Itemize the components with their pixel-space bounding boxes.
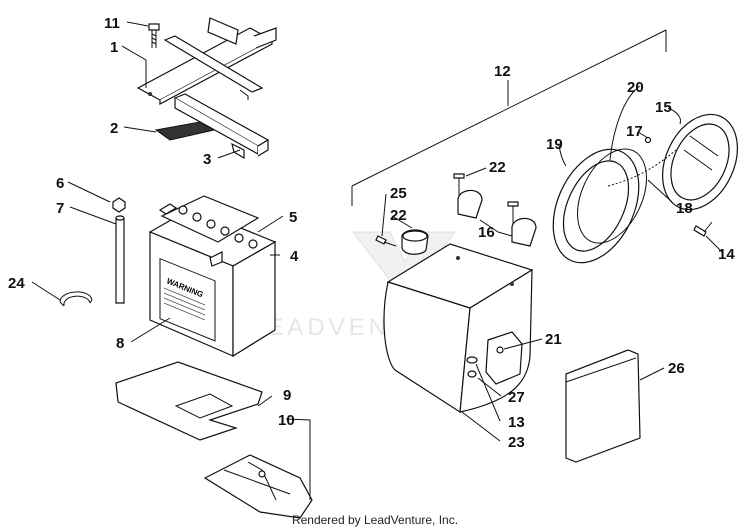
callouts: 11 1 2 3 6 7 5 4 24 8 9 10 12 20 15 17 2… — [8, 15, 735, 451]
callout-1: 1 — [110, 39, 118, 56]
callout-18: 14 — [718, 246, 735, 263]
battery-terminals — [178, 205, 258, 249]
clip-part-23b — [511, 217, 537, 247]
cover-part-21 — [565, 349, 641, 463]
callout-16: 18 — [676, 200, 693, 217]
leader-lines — [31, 21, 723, 500]
callout-13: 23 — [508, 434, 525, 451]
callout-24: 24 — [8, 275, 25, 292]
warning-label-lines — [163, 287, 206, 321]
nut-part-6 — [112, 197, 126, 213]
callout-2: 2 — [110, 120, 118, 137]
callout-4: 4 — [290, 248, 299, 265]
callout-26: 27 — [508, 389, 525, 406]
screw-part-22b — [453, 173, 465, 200]
callout-15: 15 — [655, 99, 672, 116]
callout-17: 17 — [626, 123, 643, 140]
assembly-bracket-part-12 — [351, 29, 667, 206]
battery-box-part-13 — [383, 243, 534, 414]
callout-14: 21 — [545, 331, 562, 348]
clamp-ring-part-24 — [59, 291, 93, 307]
chain-part-16 — [607, 149, 677, 187]
callout-19: 19 — [546, 136, 563, 153]
bolt-part-11 — [148, 23, 160, 48]
battery-part-4 — [148, 195, 277, 358]
callout-21: 26 — [668, 360, 685, 377]
washer-part-27 — [467, 370, 477, 378]
callout-12: 12 — [494, 63, 511, 80]
callout-23: 16 — [478, 224, 495, 241]
callout-22: 22 — [489, 159, 506, 176]
callout-5: 5 — [289, 209, 297, 226]
callout-25: 22 — [390, 207, 407, 224]
callout-6: 6 — [56, 175, 64, 192]
vent-tube-part-7 — [115, 215, 125, 304]
cap-part-20 — [662, 113, 738, 211]
fastener-part-18 — [693, 221, 713, 237]
clip-part-23a — [457, 189, 483, 219]
mat-part-9 — [115, 361, 263, 441]
callout-20: 20 — [627, 79, 644, 96]
render-credit: Rendered by LeadVenture, Inc. — [291, 513, 459, 527]
pin-part-17 — [644, 136, 652, 144]
callout-3: 3 — [203, 151, 211, 168]
screw-part-22a — [375, 235, 397, 247]
callout-22: 25 — [390, 185, 407, 202]
callout-8: 8 — [116, 335, 124, 352]
washer-part-26 — [466, 356, 478, 364]
callout-10: 10 — [278, 412, 295, 429]
channel-part-3 — [173, 93, 270, 160]
bag-part-10 — [203, 454, 313, 519]
battery-bracket-part-1 — [136, 17, 277, 106]
callout-27: 13 — [508, 414, 525, 431]
callout-9: 9 — [283, 387, 291, 404]
callout-7: 7 — [56, 200, 64, 217]
clamp-part-25 — [401, 229, 429, 255]
vent-ring-part-19 — [552, 148, 647, 264]
fastener-part-14 — [496, 346, 504, 354]
callout-11: 11 — [104, 15, 120, 32]
